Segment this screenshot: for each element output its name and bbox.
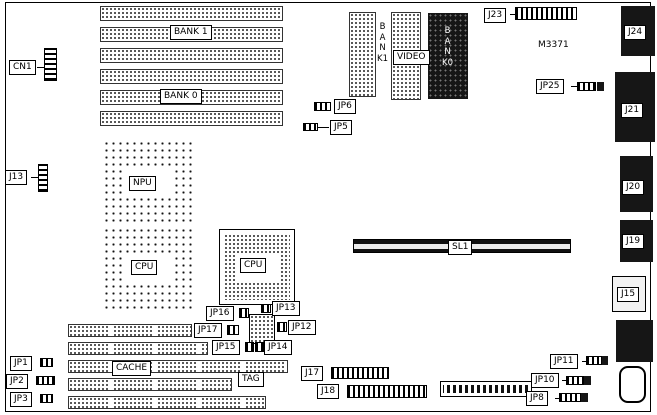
cache-ic-row	[68, 342, 208, 355]
tag-label: TAG	[238, 372, 264, 387]
jp17-connector	[227, 325, 239, 335]
jp2-connector	[36, 376, 55, 385]
j13-label: J13	[5, 170, 28, 185]
leader-line	[555, 398, 559, 399]
jp11-connector-tip	[602, 356, 608, 365]
jp16-label: JP16	[206, 306, 234, 321]
jp6-label: JP6	[334, 99, 356, 114]
leader-line	[571, 86, 577, 87]
jp5-connector	[303, 123, 318, 131]
cn1-label: CN1	[9, 60, 36, 75]
jp8-connector-tip	[581, 393, 588, 402]
jp13-connector	[261, 304, 271, 313]
j18-connector	[347, 385, 427, 398]
leader-line	[37, 67, 44, 68]
j18-label: J18	[317, 384, 340, 399]
jp17-label: JP17	[194, 323, 222, 338]
jp11-connector	[586, 356, 602, 365]
jp10-label: JP10	[531, 373, 559, 388]
jp25-connector	[577, 82, 596, 91]
unlabeled-connector	[616, 320, 653, 362]
video-memory-ic	[349, 12, 376, 97]
jp8-label: JP8	[526, 391, 548, 406]
leader-line	[562, 380, 566, 381]
rounded-component	[619, 366, 646, 403]
simm-socket-row	[100, 6, 283, 21]
leader-line	[318, 127, 329, 128]
cpu-pga-label: CPU	[131, 260, 158, 275]
bank1-label: BANK 1	[170, 25, 212, 40]
npu-label: NPU	[129, 176, 156, 191]
bank1-vertical-label: BANK1	[377, 22, 388, 64]
cache-label: CACHE	[112, 361, 152, 376]
part-number-text: M3371	[538, 40, 569, 50]
jp11-label: JP11	[550, 354, 578, 369]
video-label: VIDEO	[393, 50, 430, 65]
j23-connector	[515, 7, 577, 20]
jp1-label: JP1	[10, 356, 32, 371]
cache-ic-row	[68, 360, 288, 373]
cpu-qfp-label: CPU	[240, 258, 267, 273]
jp25-label: JP25	[536, 79, 564, 94]
j17-label: J17	[301, 366, 324, 381]
j19-label: J19	[622, 234, 645, 249]
j20-label: J20	[622, 180, 645, 195]
bank0-label: BANK 0	[160, 89, 202, 104]
cache-ic-row	[68, 324, 192, 337]
jp13-label: JP13	[272, 301, 300, 316]
j23-label: J23	[484, 8, 507, 23]
jp8-connector	[559, 393, 581, 402]
jp15-connector	[245, 342, 254, 352]
jp3-connector	[40, 394, 53, 403]
jp10-connector	[566, 376, 584, 385]
jp12-connector	[277, 322, 287, 332]
cache-ic-row	[68, 396, 266, 409]
bank0-vertical-label: BANK0	[442, 26, 453, 68]
cpu-qfp-chip	[219, 229, 295, 305]
jp14-label: JP14	[264, 340, 292, 355]
leader-line	[31, 177, 38, 178]
jp5-label: JP5	[330, 120, 352, 135]
simm-socket-row	[100, 111, 283, 126]
j21-label: J21	[621, 103, 644, 118]
simm-socket-row	[100, 69, 283, 84]
jp6-connector	[314, 102, 331, 111]
jp25-connector-tip	[597, 82, 604, 91]
cn1-connector	[44, 48, 57, 81]
simm-socket-row	[100, 48, 283, 63]
j15-label: J15	[617, 287, 640, 302]
j17-connector	[331, 367, 389, 379]
leader-line	[510, 14, 515, 15]
j24-label: J24	[624, 25, 647, 40]
video-controller-chip	[428, 13, 468, 99]
jp15-label: JP15	[212, 340, 240, 355]
jp1-connector	[40, 358, 53, 367]
jp3-label: JP3	[10, 392, 32, 407]
small-ic-chip	[249, 314, 275, 344]
j13-connector	[38, 164, 48, 192]
jp10-connector-tip	[584, 376, 591, 385]
leader-line	[582, 361, 586, 362]
jp12-label: JP12	[288, 320, 316, 335]
jp16-connector	[239, 308, 249, 318]
jp2-label: JP2	[6, 374, 28, 389]
pin-header	[440, 381, 532, 397]
cache-ic-row	[68, 378, 232, 391]
sl1-label: SL1	[448, 240, 473, 255]
jp14-connector	[255, 342, 264, 352]
